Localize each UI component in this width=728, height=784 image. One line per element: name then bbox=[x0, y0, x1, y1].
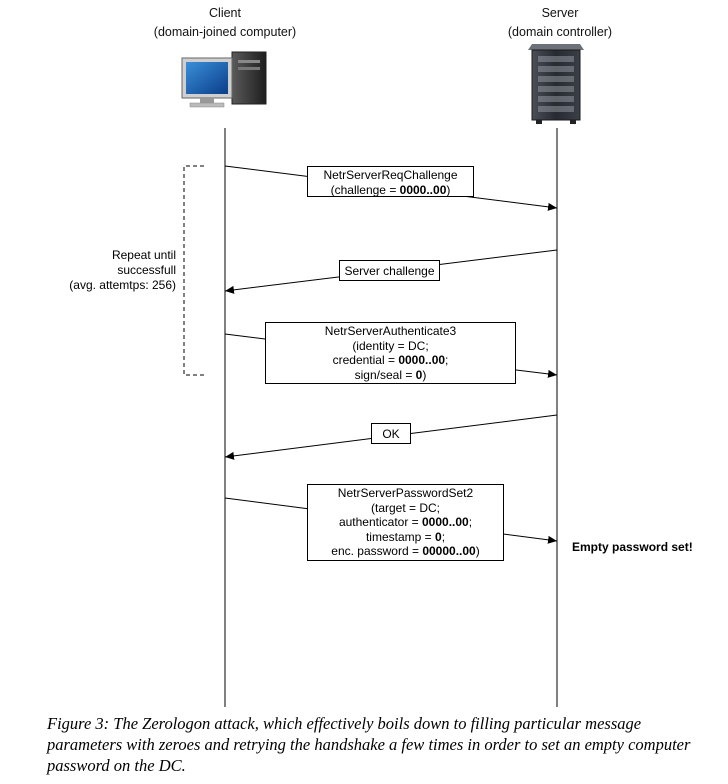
client-subtitle: (domain-joined computer) bbox=[153, 25, 297, 39]
result-label: Empty password set! bbox=[572, 540, 693, 554]
message-box-req-challenge: NetrServerReqChallenge (challenge = 0000… bbox=[307, 166, 474, 197]
message-box-ok: OK bbox=[371, 423, 411, 444]
message-param: timestamp = 0; bbox=[365, 529, 446, 544]
message-box-authenticate3: NetrServerAuthenticate3 (identity = DC; … bbox=[265, 322, 516, 384]
message-label: Server challenge bbox=[344, 264, 435, 278]
repeat-note-line1: Repeat until bbox=[111, 248, 176, 262]
message-param: (challenge = 0000..00) bbox=[330, 182, 451, 197]
figure-caption: Figure 3: The Zerologon attack, which ef… bbox=[47, 714, 691, 775]
server-subtitle: (domain controller) bbox=[507, 25, 613, 39]
server-title: Server bbox=[541, 6, 579, 20]
repeat-note-line2: successfull bbox=[117, 263, 176, 277]
message-box-password-set2: NetrServerPasswordSet2 (target = DC; aut… bbox=[307, 484, 504, 561]
message-param: enc. password = 00000..00) bbox=[331, 544, 480, 558]
client-title: Client bbox=[209, 6, 241, 20]
message-param: (identity = DC; bbox=[352, 338, 429, 353]
server-header: Server (domain controller) bbox=[480, 4, 640, 42]
message-label: NetrServerPasswordSet2 bbox=[337, 486, 474, 500]
repeat-note-line3: (avg. attemtps: 256) bbox=[69, 278, 176, 292]
message-param: authenticator = 0000..00; bbox=[338, 515, 473, 529]
desktop-computer-icon bbox=[181, 51, 267, 108]
message-label: NetrServerAuthenticate3 bbox=[324, 324, 457, 338]
repeat-note: Repeat until successfull (avg. attemtps:… bbox=[40, 248, 176, 293]
message-label: OK bbox=[382, 427, 400, 441]
message-param: sign/seal = 0) bbox=[354, 367, 427, 382]
client-header: Client (domain-joined computer) bbox=[140, 4, 310, 42]
message-label: NetrServerReqChallenge bbox=[323, 168, 458, 182]
repeat-bracket bbox=[183, 165, 204, 376]
message-param: credential = 0000..00; bbox=[332, 353, 449, 367]
message-box-server-challenge: Server challenge bbox=[339, 260, 440, 281]
server-rack-icon bbox=[528, 44, 584, 124]
message-param: (target = DC; bbox=[370, 500, 441, 515]
